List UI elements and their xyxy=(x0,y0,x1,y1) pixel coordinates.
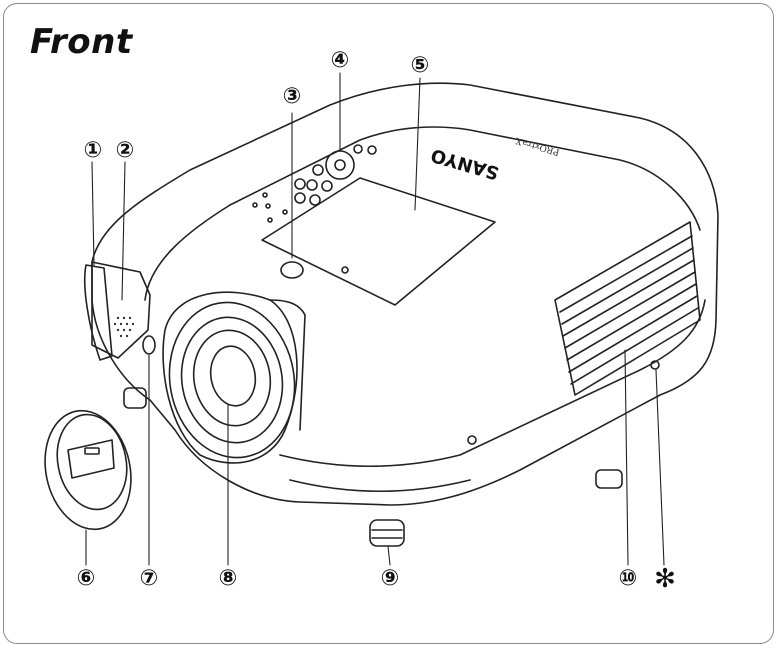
callout-2: ② xyxy=(115,138,135,163)
remote-sensor-front xyxy=(142,335,156,355)
top-surface-edge xyxy=(144,126,701,301)
callout-asterisk: ✻ xyxy=(654,564,676,594)
lens-glass xyxy=(209,345,257,407)
foot-left xyxy=(123,387,147,409)
lens-housing xyxy=(162,291,298,464)
side-panel xyxy=(91,261,151,359)
body-lower-skirt xyxy=(279,299,706,468)
left-handle xyxy=(83,264,113,361)
vent-slats xyxy=(559,235,699,385)
lens-outer xyxy=(168,301,296,459)
lens-cap-tab xyxy=(67,439,115,479)
leader-lines xyxy=(85,72,665,566)
lens-cap-rim xyxy=(44,409,132,531)
callout-5: ⑤ xyxy=(410,53,430,78)
lens-cap-face xyxy=(56,413,128,511)
lamp-cover xyxy=(261,177,496,306)
diagram-frame xyxy=(3,3,774,644)
callout-3: ③ xyxy=(282,84,302,109)
brand-logo: SANYO xyxy=(429,144,502,183)
callout-4: ④ xyxy=(330,48,350,73)
speaker-grille xyxy=(113,316,135,338)
callout-8: ⑧ xyxy=(218,566,238,591)
foot-right xyxy=(369,519,405,547)
callout-9: ⑨ xyxy=(380,566,400,591)
exhaust-vent xyxy=(554,221,701,396)
callout-1: ① xyxy=(83,138,103,163)
callout-6: ⑥ xyxy=(76,566,96,591)
diagram-title: Front xyxy=(30,22,133,62)
remote-sensor-top xyxy=(280,261,304,279)
callout-7: ⑦ xyxy=(139,566,159,591)
projector-body xyxy=(91,82,719,506)
callout-10: ⑩ xyxy=(618,566,638,591)
control-pad xyxy=(325,150,355,180)
model-text: PROxtraX xyxy=(514,135,561,157)
